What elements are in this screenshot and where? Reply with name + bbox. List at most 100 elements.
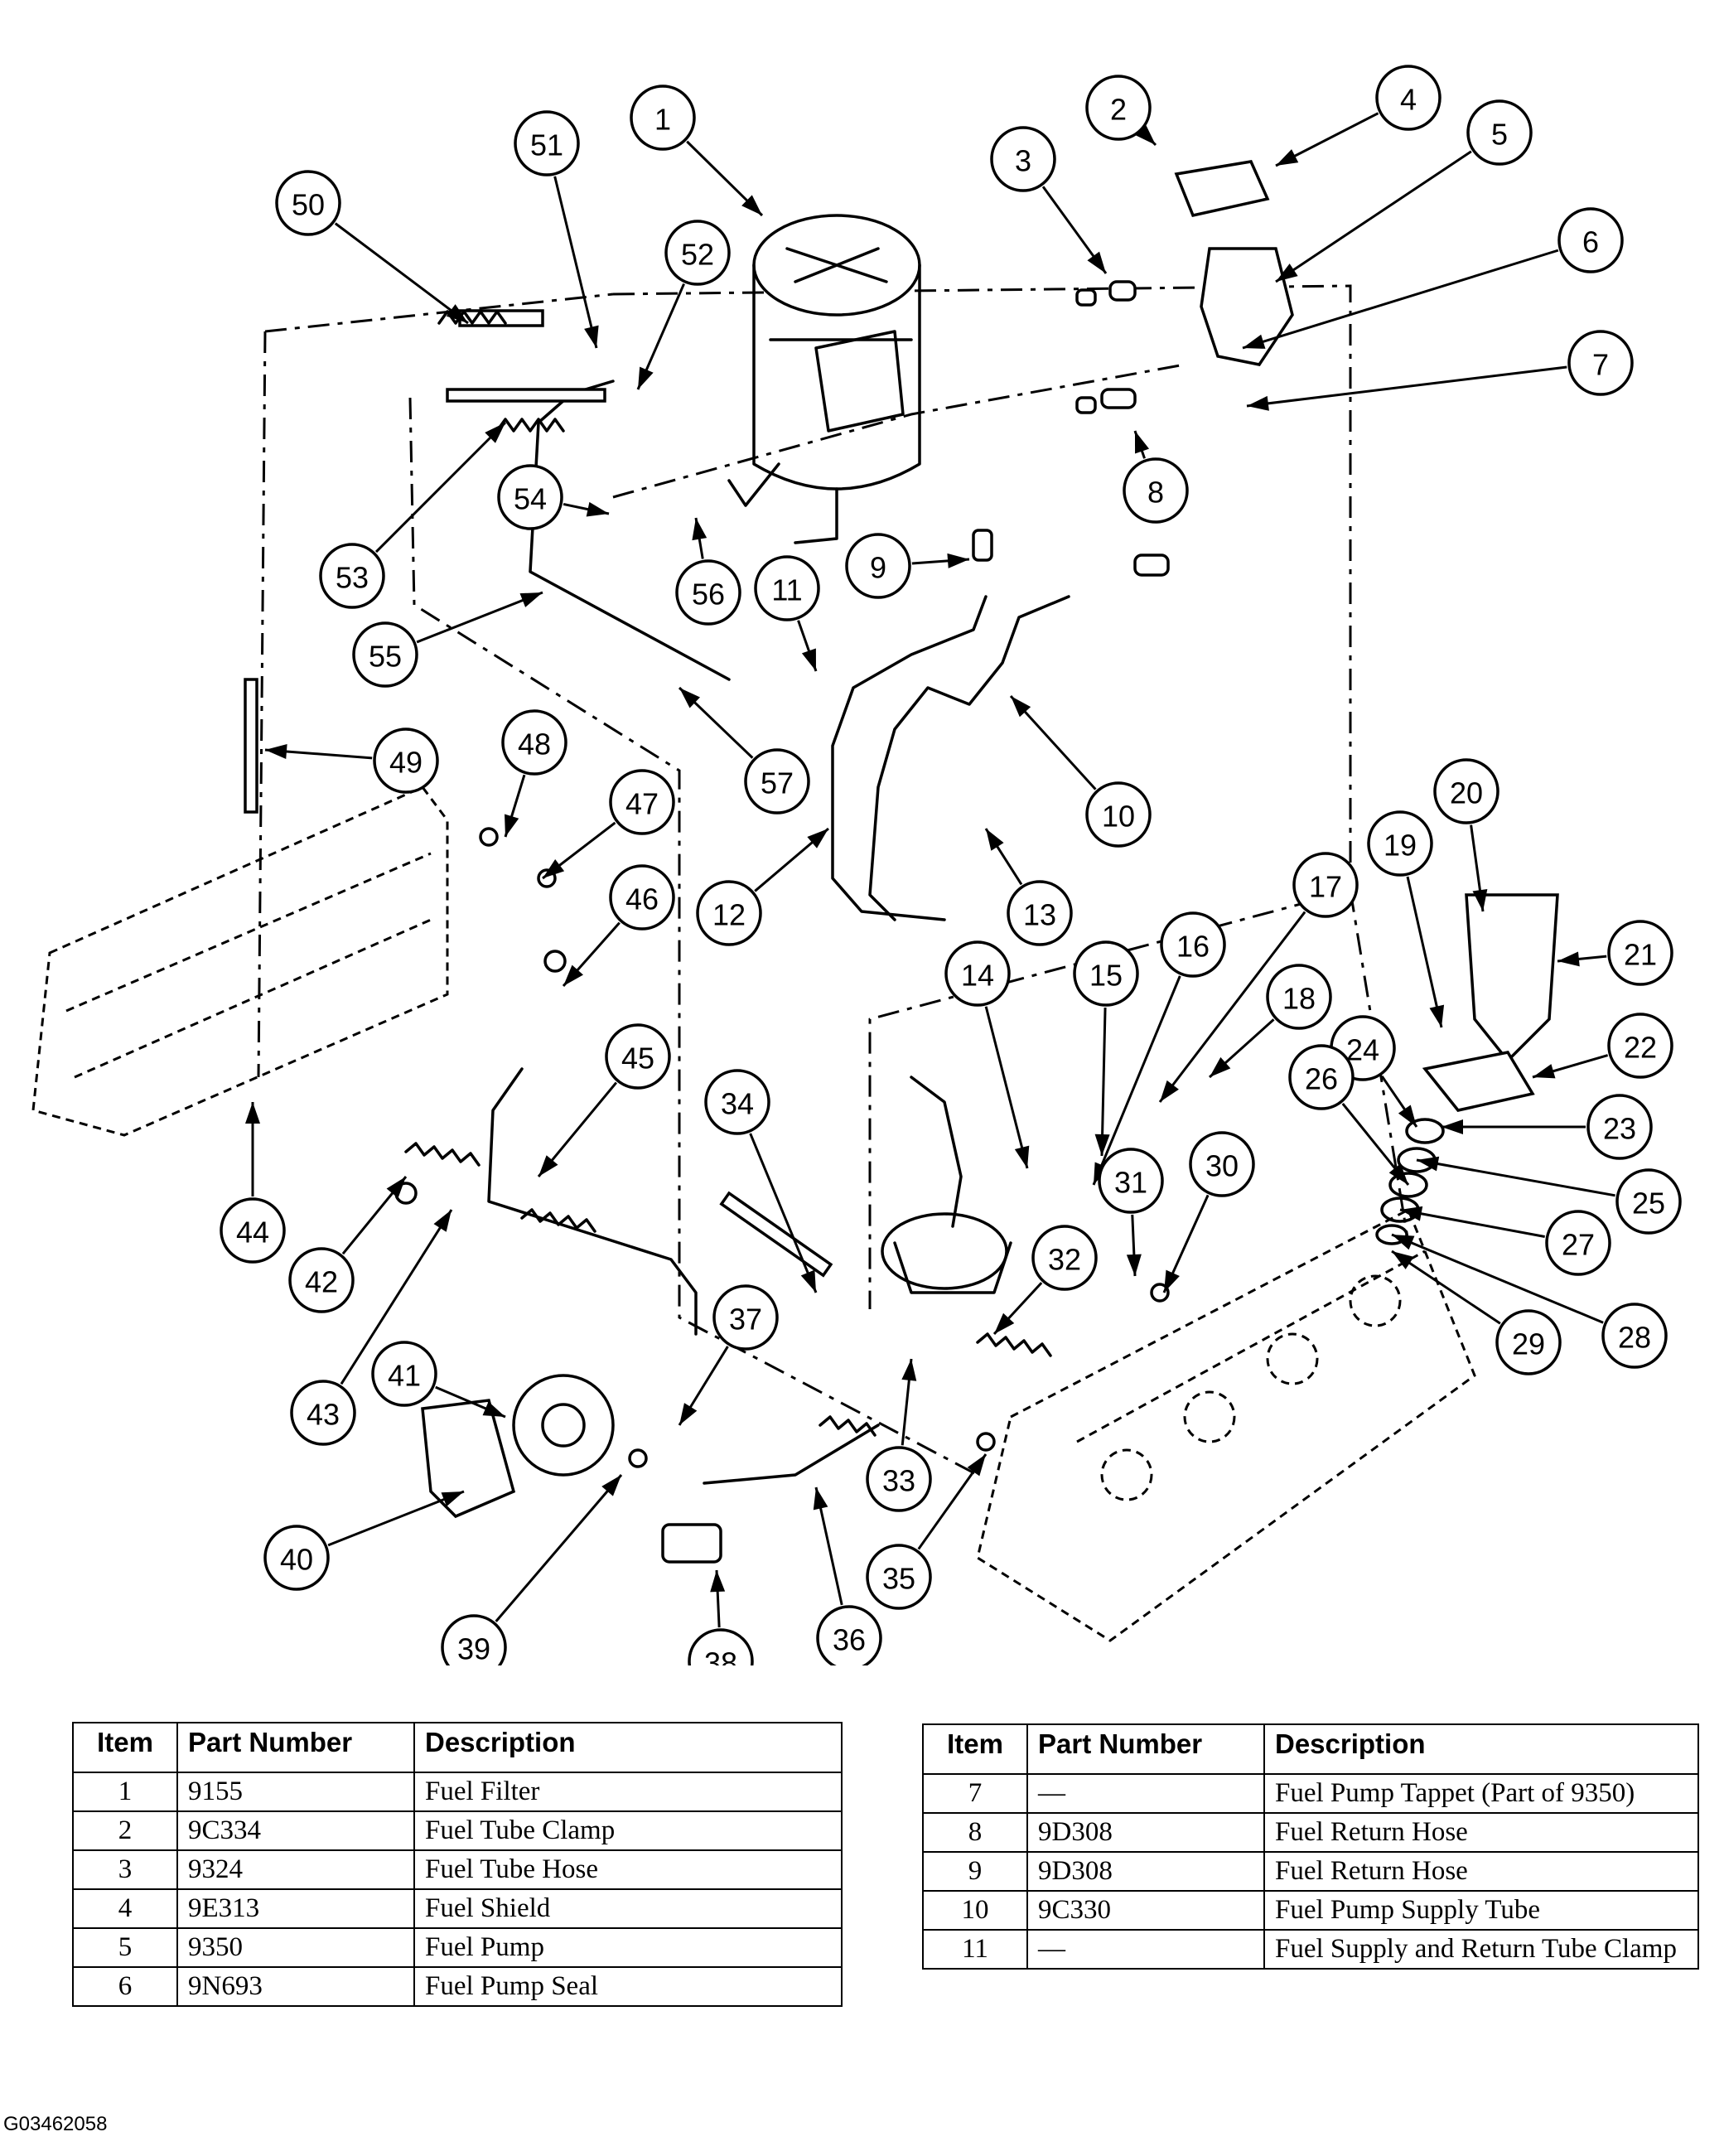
callout-circle — [1031, 1225, 1098, 1291]
callout-circle — [1615, 1168, 1682, 1235]
callout-41: 41 — [371, 1341, 506, 1419]
callout-45: 45 — [537, 1023, 671, 1177]
arrowhead — [1388, 1163, 1408, 1185]
leader-line — [1275, 150, 1472, 283]
arrowhead — [986, 829, 1004, 851]
callout-4: 4 — [1275, 65, 1441, 167]
callout-7: 7 — [1246, 330, 1634, 411]
callout-40: 40 — [263, 1490, 465, 1591]
arrowhead — [386, 1177, 406, 1198]
callout-circle — [609, 769, 675, 835]
leader-line — [1246, 365, 1567, 408]
callout-number: 6 — [1582, 225, 1599, 259]
callout-number: 29 — [1512, 1327, 1545, 1361]
arrowhead — [1126, 1254, 1142, 1276]
table-row: 11—Fuel Supply and Return Tube Clamp — [922, 1929, 1699, 1970]
column-header-part-number: Part Number — [176, 1722, 415, 1773]
callout-circle — [288, 1247, 355, 1313]
callout-2: 2 — [1085, 75, 1157, 147]
callout-49: 49 — [264, 728, 439, 794]
callout-number: 25 — [1632, 1187, 1665, 1221]
callout-circle — [1545, 1210, 1611, 1276]
callout-circle — [1466, 99, 1533, 166]
arrowhead — [1210, 1056, 1231, 1077]
callout-number: 49 — [389, 746, 423, 780]
column-header-item: Item — [922, 1723, 1028, 1775]
callout-1: 1 — [630, 85, 764, 217]
parts-table-right: Item Part Number Description 7—Fuel Pump… — [922, 1723, 1699, 1970]
callout-48: 48 — [501, 709, 567, 838]
table-row: 7—Fuel Pump Tappet (Part of 9350) — [922, 1773, 1699, 1814]
callout-circle — [220, 1197, 286, 1264]
callout-circle — [1288, 1044, 1355, 1110]
callout-circle — [1073, 940, 1139, 1007]
leader-line — [1391, 1233, 1604, 1324]
callout-circle — [1189, 1131, 1255, 1197]
callout-circle — [441, 1614, 507, 1665]
callout-35: 35 — [866, 1453, 988, 1610]
callout-number: 11 — [771, 573, 802, 607]
callout-46: 46 — [562, 864, 675, 987]
callout-number: 42 — [305, 1265, 338, 1299]
callout-number: 4 — [1400, 83, 1417, 117]
callout-circle — [1266, 964, 1332, 1030]
callout-number: 14 — [961, 959, 994, 993]
callout-number: 34 — [721, 1087, 754, 1121]
callout-number: 17 — [1309, 870, 1342, 904]
callout-circle — [1433, 758, 1499, 824]
arrowhead — [1247, 395, 1269, 411]
callout-circle — [845, 533, 911, 599]
arrowhead — [519, 592, 543, 607]
callout-circle — [1085, 75, 1152, 141]
callout-42: 42 — [288, 1176, 408, 1313]
callout-33: 33 — [866, 1358, 932, 1512]
callout-30: 30 — [1162, 1131, 1255, 1293]
callout-56: 56 — [675, 517, 741, 626]
callout-number: 48 — [518, 728, 551, 761]
cell-item: 2 — [72, 1810, 178, 1851]
callout-14: 14 — [944, 940, 1030, 1169]
cell-description: Fuel Shield — [413, 1888, 843, 1929]
callout-circle — [352, 621, 418, 688]
callout-number: 5 — [1491, 118, 1508, 152]
arrowhead — [741, 195, 762, 215]
callout-circle — [1601, 1303, 1668, 1369]
callout-circle — [754, 555, 820, 621]
callout-27: 27 — [1399, 1206, 1611, 1276]
leader-line — [1406, 876, 1443, 1028]
cell-part-number: 9C330 — [1026, 1890, 1265, 1931]
arrowhead — [1160, 1080, 1179, 1102]
callout-number: 47 — [625, 787, 659, 821]
callout-43: 43 — [290, 1209, 453, 1446]
callout-circle — [501, 709, 567, 776]
arrowhead — [1557, 951, 1580, 967]
column-header-item: Item — [72, 1722, 178, 1773]
cell-part-number: 9N693 — [176, 1966, 415, 2007]
callout-circle — [1098, 1148, 1164, 1214]
arrowhead — [800, 1269, 816, 1293]
callout-number: 44 — [236, 1216, 269, 1250]
callout-circle — [675, 559, 741, 626]
callout-circle — [1007, 880, 1073, 946]
callout-number: 21 — [1624, 938, 1657, 972]
leader-line — [327, 1490, 465, 1547]
arrowhead — [1276, 263, 1298, 282]
callout-circle — [1607, 1013, 1673, 1079]
callout-circle — [605, 1023, 671, 1090]
callout-number: 57 — [761, 766, 794, 800]
callout-13: 13 — [984, 828, 1073, 946]
arrowhead — [441, 1491, 464, 1506]
callout-circle — [990, 126, 1056, 192]
arrowhead — [994, 1312, 1015, 1334]
arrowhead — [1441, 1119, 1463, 1134]
arrowhead — [947, 553, 969, 568]
callout-number: 37 — [729, 1303, 762, 1337]
column-header-description: Description — [413, 1722, 843, 1773]
cell-part-number: 9D308 — [1026, 1812, 1265, 1853]
cell-part-number: 9155 — [176, 1772, 415, 1812]
callout-28: 28 — [1391, 1233, 1668, 1369]
callout-number: 52 — [681, 238, 714, 272]
